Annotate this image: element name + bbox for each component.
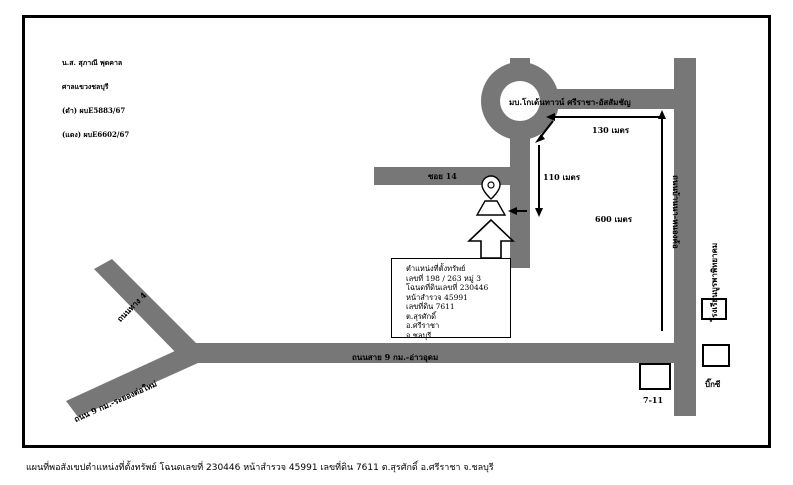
right-road-label: ถนนบ้านนา-หนองค้อ	[671, 175, 681, 249]
distance-600-label: 600 เมตร	[595, 214, 632, 224]
property-line: โฉนดที่ดินเลขที่ 230446	[406, 283, 489, 292]
distance-110-label: 110 เมตร	[543, 172, 580, 182]
school-label: โรงเรียนบูรพาพิทยาคม	[709, 242, 719, 322]
roundabout-center	[500, 81, 540, 121]
property-line: เลขที่ดิน 7611	[406, 302, 455, 311]
main-road-label: ถนนสาย 9 กม.-อ่าวอุดม	[352, 352, 439, 362]
arrowhead-property	[508, 207, 517, 215]
property-line: จ.ชลบุรี	[406, 330, 432, 340]
property-line: เลขที่ 198 / 263 หมู่ 3	[406, 273, 481, 283]
road-roundabout-east	[542, 89, 696, 109]
road-diag-upper	[94, 259, 198, 361]
map-canvas	[66, 58, 730, 417]
property-line: อ.ศรีราชา	[406, 321, 440, 330]
red-case-number: (แดง) ผบE6602/67	[62, 130, 130, 139]
seven-eleven-label: 7-11	[643, 395, 664, 405]
school-box	[701, 298, 727, 320]
landmarks	[639, 298, 730, 390]
property-line: ต.สุรศักดิ์	[406, 311, 437, 321]
arrowhead-130	[546, 113, 555, 121]
arrowhead-diag	[535, 134, 545, 143]
road-right	[674, 58, 696, 416]
distance-arrows	[512, 116, 663, 331]
up-arrow-icon	[467, 218, 515, 259]
road-diag-lower	[66, 345, 198, 417]
map-caption: แผนที่พอสังเขปตำแหน่งที่ตั้งทรัพย์ โฉนดเ…	[26, 463, 494, 473]
roundabout-label: มบ.โกเด้นทาวน์ ศรีราชา-อัสสัมชัญ	[509, 97, 631, 107]
property-info-box: ตำแหน่งที่ตั้งทรัพย์ เลขที่ 198 / 263 หม…	[391, 258, 511, 340]
property-line: ตำแหน่งที่ตั้งทรัพย์	[406, 264, 466, 273]
road-to-property	[510, 115, 530, 268]
court-name: ศาลแขวงชลบุรี	[62, 82, 109, 91]
arrow-heads	[508, 110, 666, 217]
bigc-label: บิ๊กซี	[705, 379, 721, 389]
owner-name: น.ส. สุภาณี พุดคาล	[62, 58, 123, 67]
arrowhead-600-top	[658, 110, 666, 119]
arrowhead-110	[535, 208, 543, 217]
black-case-number: (ดำ) ผบE5883/67	[62, 106, 126, 115]
distance-130-label: 130 เมตร	[592, 125, 629, 135]
seven-eleven-box	[639, 363, 671, 390]
road-main	[182, 343, 696, 363]
property-line: หน้าสำรวจ 45991	[406, 292, 468, 302]
bigc-box	[702, 344, 730, 367]
location-pin-icon	[475, 175, 507, 216]
soi-14-label: ซอย 14	[428, 171, 457, 181]
